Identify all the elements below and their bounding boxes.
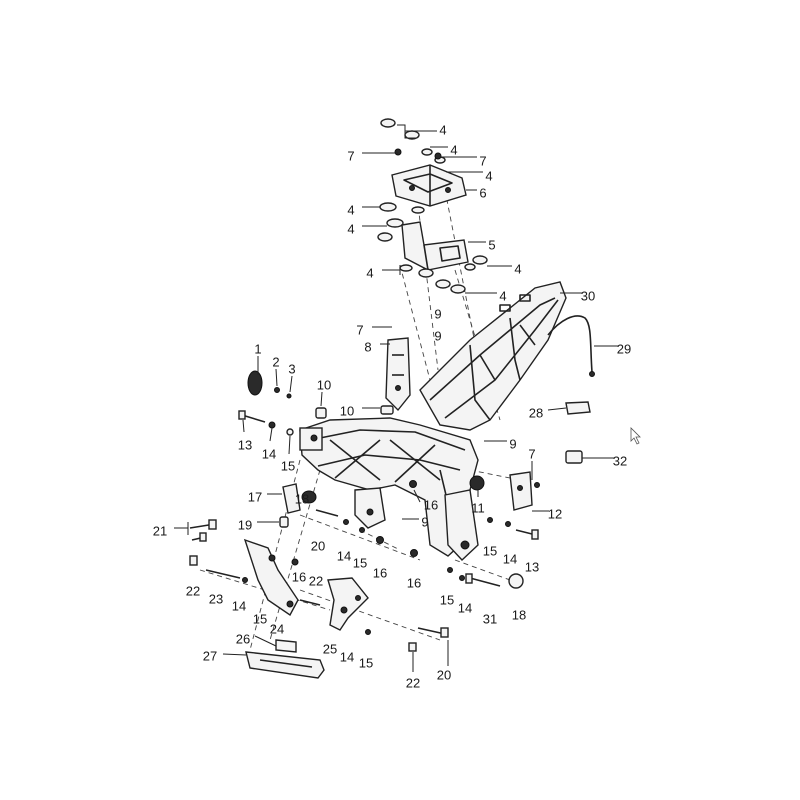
part-1-disc [247,370,292,399]
bushings-10 [315,405,394,419]
callout-c16c: 16 [373,565,387,580]
callout-c4b: 4 [450,142,457,157]
callout-c14b: 14 [337,548,351,563]
callout-c18b: 18 [512,607,526,622]
footpeg-bracket-24 [243,538,299,617]
callout-c4c: 4 [485,168,492,183]
leader-lines [174,124,618,672]
part-12-bracket [509,471,540,511]
callout-c32: 32 [613,453,627,468]
callout-c4d: 4 [347,202,354,217]
lower-bolts-20 [299,509,449,652]
callout-c18a: 18 [295,491,309,506]
callout-c9c: 9 [509,436,516,451]
callout-c14c: 14 [503,551,517,566]
callout-c17: 17 [248,489,262,504]
upper-bracket-6 [391,164,467,207]
part-17-sleeve [279,483,317,528]
callout-c19: 19 [238,517,252,532]
callout-c15f: 15 [359,655,373,670]
callout-c26: 26 [236,631,250,646]
top-washers [380,118,446,164]
callout-c1: 1 [254,341,261,356]
callout-c14d: 14 [232,598,246,613]
callout-c9a: 9 [434,306,441,321]
callout-c22a: 22 [186,583,200,598]
mid-washers [377,202,425,242]
part-28-pad [565,401,591,415]
mouse-cursor-icon [630,427,641,445]
callout-c9b: 9 [434,328,441,343]
main-frame [299,281,567,561]
skid-plate-27 [245,639,325,679]
callout-c23: 23 [209,591,223,606]
callout-c15a: 15 [281,458,295,473]
footpeg-bracket-25 [327,577,369,631]
callout-c4h: 4 [499,288,506,303]
lower-mount-31 [447,567,524,589]
left-bolt-13 [238,410,294,436]
callout-c3: 3 [288,361,295,376]
left-bolts-21 [189,519,248,583]
callout-c7c: 7 [356,322,363,337]
callout-c16d: 16 [407,575,421,590]
callout-c16b: 16 [292,569,306,584]
callout-c14f: 14 [340,649,354,664]
callout-c5: 5 [488,237,495,252]
callout-c2: 2 [272,354,279,369]
callout-c28: 28 [529,405,543,420]
callout-c27: 27 [203,648,217,663]
cable-29 [547,315,595,377]
callout-c14e: 14 [458,600,472,615]
callout-c4e: 4 [347,221,354,236]
callout-c14a: 14 [262,446,276,461]
part-11-nut [469,475,485,491]
callout-c20a: 20 [311,538,325,553]
callout-c20b: 20 [437,667,451,682]
callout-c24: 24 [270,621,284,636]
callout-c7b: 7 [479,153,486,168]
callout-c6: 6 [479,185,486,200]
callout-c29: 29 [617,341,631,356]
callout-c12: 12 [548,506,562,521]
callout-c16a: 16 [424,497,438,512]
callout-c15e: 15 [253,611,267,626]
bracket-5 [401,221,488,271]
callout-c7a: 7 [347,148,354,163]
callout-c13b: 13 [525,559,539,574]
callout-c13a: 13 [238,437,252,452]
callout-c9d: 9 [421,514,428,529]
callout-c25: 25 [323,641,337,656]
part-32-clip [565,450,583,464]
nuts-16 [291,480,418,566]
callout-c31: 31 [483,611,497,626]
lower-washers [399,264,466,294]
callout-c22c: 22 [406,675,420,690]
callout-c21: 21 [153,523,167,538]
callout-c11: 11 [471,500,485,515]
callout-c7d: 7 [528,446,535,461]
callout-c30: 30 [581,288,595,303]
callout-c10b: 10 [340,403,354,418]
callout-c4a: 4 [439,122,446,137]
callout-c15d: 15 [440,592,454,607]
callout-c8: 8 [364,339,371,354]
callout-c4f: 4 [366,265,373,280]
callout-c15b: 15 [353,555,367,570]
right-bolts [487,517,539,540]
callout-c15c: 15 [483,543,497,558]
callout-c10a: 10 [317,377,331,392]
callout-c22b: 22 [309,573,323,588]
callout-c4g: 4 [514,261,521,276]
